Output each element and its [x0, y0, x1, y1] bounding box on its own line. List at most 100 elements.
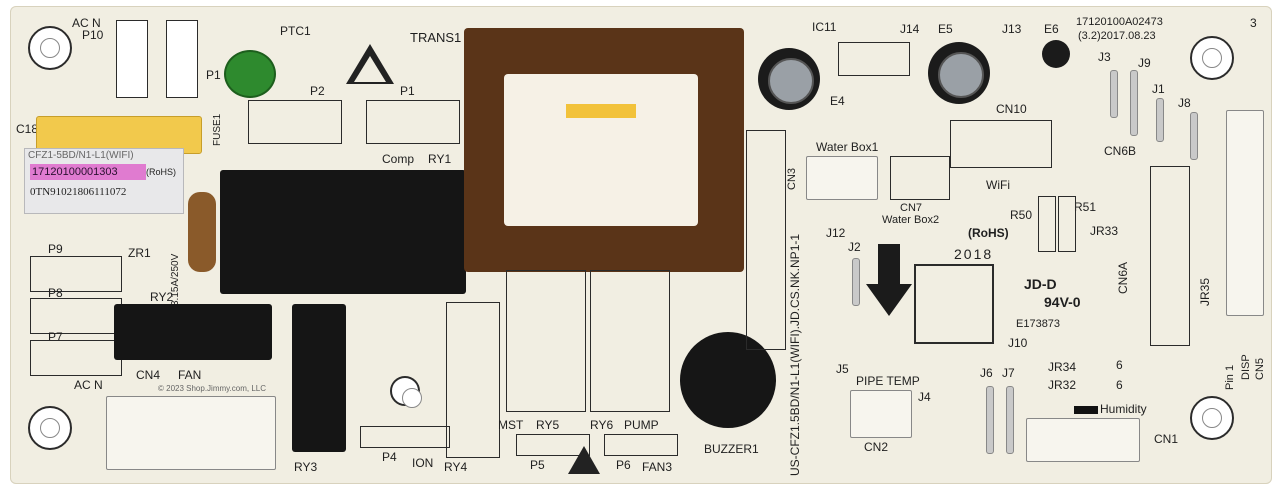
- year-label: 2018: [954, 246, 994, 262]
- j3-label: J3: [1098, 50, 1111, 64]
- cn1-label: CN1: [1154, 432, 1179, 446]
- j5-label: J5: [836, 362, 849, 376]
- pin1-label: Pin 1: [1224, 364, 1236, 390]
- date-top: (3.2)2017.08.23: [1078, 30, 1156, 42]
- c18-label: C18: [16, 122, 39, 136]
- mount-hole-bottom-right: [1190, 396, 1234, 440]
- terminal-p10-b: [166, 20, 198, 98]
- cn10-label: CN10: [996, 102, 1027, 116]
- ry5-label: RY5: [536, 418, 560, 432]
- terminal-p2: [248, 100, 342, 144]
- p2-label: P2: [310, 84, 325, 98]
- symbol-strip: [746, 130, 786, 350]
- capacitor-e6: [1042, 40, 1070, 68]
- mount-hole-bottom-left: [28, 406, 72, 450]
- cn3-label: CN3: [786, 167, 798, 190]
- jr33-label: JR33: [1090, 224, 1119, 238]
- high-voltage-warning-inner: [354, 56, 386, 82]
- cn2-label: CN2: [864, 440, 889, 454]
- j10-label: J10: [1008, 336, 1028, 350]
- terminal-p1: [366, 100, 460, 144]
- e-number: E173873: [1016, 318, 1061, 330]
- terminal-p10-a: [116, 20, 148, 98]
- relay-ry4-footprint: [446, 302, 500, 458]
- relay-ry6-footprint: [590, 270, 670, 412]
- r51-label: R51: [1074, 200, 1097, 214]
- ic11-footprint: [838, 42, 910, 76]
- jumper-j7: [1006, 386, 1014, 454]
- fuse-label: FUSE1: [212, 113, 223, 146]
- transformer-window: [566, 104, 636, 118]
- wifi-footprint: [950, 120, 1052, 168]
- jr34-label: JR34: [1048, 360, 1077, 374]
- humidity-sensor-marker: [1074, 406, 1098, 414]
- wifi-label: WiFi: [986, 178, 1010, 192]
- ic11-label: IC11: [812, 20, 837, 34]
- pcb-board: AC N P10 PTC1 P1 3 TRANS1 P2 P1 C18 CFZ1…: [10, 6, 1272, 484]
- j2-label: J2: [848, 240, 861, 254]
- j4-label: J4: [918, 390, 931, 404]
- header-cn6: [1150, 166, 1190, 346]
- maker-label: JD-D: [1024, 276, 1057, 292]
- model-vertical: US-CFZ1.5BD/N1-L1(WIFI).JD.CS.NK.NP1-1: [788, 233, 802, 476]
- j9-label: J9: [1138, 56, 1151, 70]
- humidity-label: Humidity: [1100, 402, 1147, 416]
- p4-label: P4: [382, 450, 397, 464]
- mount-hole-top-left: [28, 26, 72, 70]
- e4-label: E4: [830, 94, 845, 108]
- relay-ry5-footprint: [506, 270, 586, 412]
- p5-label: P5: [530, 458, 545, 472]
- jr32-value: 6: [1116, 378, 1123, 392]
- down-arrow-head-icon: [866, 284, 912, 316]
- sticker-part-number: 17120100001303: [32, 166, 118, 178]
- relay-ry1: [220, 170, 466, 294]
- terminal-p5: [516, 434, 590, 456]
- buzzer-label: BUZZER1: [704, 442, 759, 456]
- capacitor-e5-top: [938, 52, 984, 98]
- mount-hole-middle: [390, 376, 422, 408]
- fan3-label: FAN3: [642, 460, 673, 474]
- mst-label: MST: [498, 418, 524, 432]
- j14-label: J14: [900, 22, 920, 36]
- p1-small-label: P1: [206, 68, 221, 82]
- ul-label: 94V-0: [1044, 294, 1081, 310]
- resistor-r51: [1058, 196, 1076, 252]
- capacitor-e4-top: [768, 58, 814, 104]
- sticker-serial: 0TN91021806111072: [30, 186, 127, 198]
- trans-label: TRANS1: [410, 30, 462, 45]
- fan-label: FAN: [178, 368, 202, 382]
- jr34-value: 6: [1116, 358, 1123, 372]
- j1-label: J1: [1152, 82, 1165, 96]
- p9-label: P9: [48, 242, 63, 256]
- sticker-rohs: (RoHS): [146, 167, 177, 177]
- ry4-label: RY4: [444, 460, 468, 474]
- serial-top: 17120100A02473: [1076, 16, 1163, 28]
- mount-hole-top-right: [1190, 36, 1234, 80]
- relay-ry2: [114, 304, 272, 360]
- ry3-label: RY3: [294, 460, 318, 474]
- jumper-j6: [986, 386, 994, 454]
- footprint-cn7: [890, 156, 950, 200]
- resistor-r50: [1038, 196, 1056, 252]
- cn7-label: CN7: [900, 202, 923, 214]
- p1-label: P1: [400, 84, 415, 98]
- waterbox1-label: Water Box1: [816, 140, 879, 154]
- connector-cn3: [806, 156, 878, 200]
- marking-square: [914, 264, 994, 344]
- e5-label: E5: [938, 22, 953, 36]
- relay-ry3: [292, 304, 346, 452]
- terminal-p7: [30, 340, 122, 376]
- j13-label: J13: [1002, 22, 1022, 36]
- part-label-sticker: [24, 148, 184, 214]
- jr32-label: JR32: [1048, 378, 1077, 392]
- ac-n-label-top: AC N: [72, 16, 101, 30]
- jr35-label: JR35: [1198, 277, 1212, 306]
- terminal-p6: [604, 434, 678, 456]
- cn6a-label: CN6A: [1116, 261, 1130, 294]
- connector-cn5: [1226, 110, 1264, 316]
- e6-label: E6: [1044, 22, 1059, 36]
- ion-label: ION: [412, 456, 434, 470]
- cn5-label: CN5: [1254, 357, 1266, 380]
- transformer-core: [504, 74, 698, 226]
- high-voltage-warning-icon-bottom: [568, 446, 600, 474]
